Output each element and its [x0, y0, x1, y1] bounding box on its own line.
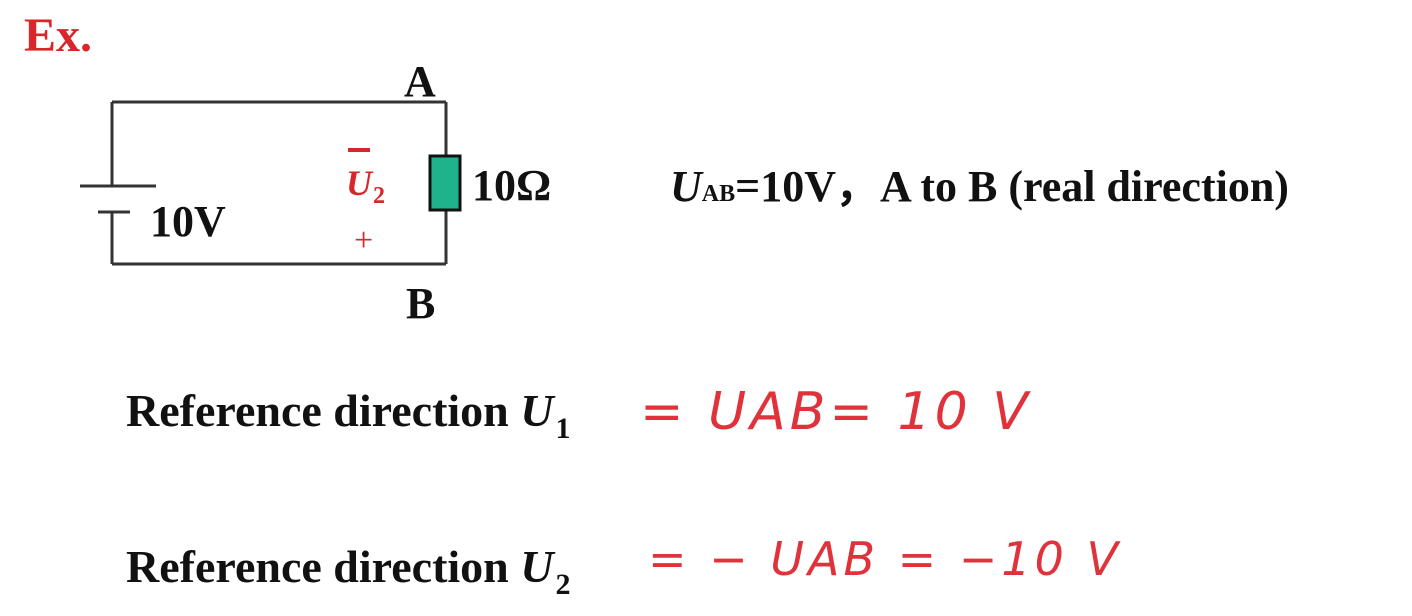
node-b-label: B: [406, 279, 436, 328]
circuit-diagram: [80, 100, 462, 266]
u2-plus-marker: +: [354, 222, 374, 259]
statement-symbol: U: [670, 162, 702, 211]
u2-minus-marker: [348, 148, 370, 152]
handwritten-answer-2: = − UAB = −10 V: [648, 532, 1122, 586]
node-a-label: A: [404, 57, 436, 106]
u2-circuit-label: U2: [346, 162, 385, 209]
reference-line-1: Reference direction U1: [126, 384, 571, 445]
statement-subscript: AB: [701, 181, 736, 207]
reference-1-prefix: Reference direction: [126, 385, 521, 436]
reference-1-subscript: 1: [555, 412, 571, 445]
statement-text: =10V，A to B (real direction): [735, 162, 1289, 211]
reference-line-2: Reference direction U2: [126, 540, 571, 601]
source-voltage-label: 10V: [150, 197, 226, 246]
reference-2-prefix: Reference direction: [126, 541, 521, 592]
resistor-symbol: [428, 154, 462, 212]
u2-subscript: 2: [373, 183, 385, 209]
example-title: Ex.: [24, 9, 93, 62]
handwritten-answer-1: = UAB= 10 V: [640, 382, 1032, 442]
u2-symbol: U: [346, 163, 372, 203]
resistor-value-label: 10Ω: [472, 161, 552, 210]
reference-2-subscript: 2: [555, 568, 571, 601]
reference-1-symbol: U: [520, 385, 554, 436]
reference-2-symbol: U: [520, 541, 554, 592]
voltage-statement: UAB=10V，A to B (real direction): [670, 150, 1289, 214]
